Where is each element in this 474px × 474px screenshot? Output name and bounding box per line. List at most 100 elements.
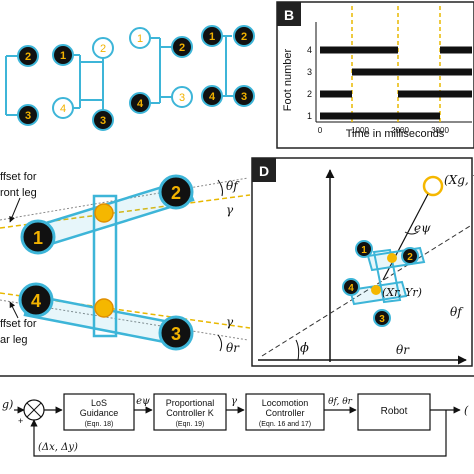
leg-number: 2: [171, 183, 181, 203]
leg-1-marker: [20, 219, 56, 255]
y-tick-label: 3: [307, 67, 312, 77]
gait-diagram-4: 1 2 4 3: [201, 25, 255, 107]
leg-number: 1: [33, 228, 43, 248]
block-prop-line1: Proportional: [166, 398, 215, 408]
signal-gamma: γ: [231, 396, 237, 407]
panel-label-box: [252, 158, 276, 182]
leg-number: 4: [137, 98, 144, 110]
stance-bar: [398, 90, 472, 98]
signal-theta: θf, θr: [328, 397, 353, 407]
leg-2-marker: [158, 174, 194, 210]
x-tick-label: 1000: [351, 126, 369, 135]
stance-bar: [320, 46, 398, 54]
panel-e: g) + LoS Guidance (Eqn. 18) eψ Proportio…: [0, 375, 474, 457]
block-robot-label: Robot: [381, 406, 408, 417]
leg-number: 3: [179, 92, 185, 104]
leg-2-marker: [401, 247, 419, 265]
leg-number: 1: [361, 245, 367, 256]
theta-r-arc: [217, 334, 223, 352]
leg-number: 4: [60, 103, 66, 115]
e-psi-label: eψ: [414, 221, 431, 235]
leg-marker: [92, 109, 114, 131]
gait-timing-chart: 1 2 3 4 0 1000 2000 3000: [307, 6, 472, 135]
rear-joint: [371, 285, 381, 295]
output-label: (: [464, 404, 469, 417]
rear-hip-joint: [94, 298, 114, 318]
front-joint: [387, 253, 397, 263]
block-prop-line2: Controller K: [166, 408, 214, 418]
input-label: g): [2, 398, 13, 411]
leg-number: 3: [25, 110, 31, 122]
block-los-line3: (Eqn. 18): [85, 421, 114, 428]
gait-diagram-1: 2 3: [5, 45, 39, 126]
block-los-line2: Guidance: [80, 408, 119, 418]
leg-number: 2: [100, 43, 106, 55]
leg-marker-lifted: [171, 86, 193, 108]
leg-number: 1: [209, 31, 215, 43]
panel-c: 1 2 3 4 ffset for ront leg ffset for ar …: [0, 171, 251, 355]
rear-offset-label-line2: ar leg: [0, 334, 28, 346]
leg-marker-lifted: [129, 27, 151, 49]
leg-marker: [17, 45, 39, 67]
robot-body: [372, 248, 402, 304]
e-psi-arc: [404, 231, 419, 235]
leg-number: 2: [407, 252, 413, 263]
block-proportional-controller: [153, 393, 227, 431]
feedback-path: [30, 410, 447, 457]
y-tick-label: 2: [307, 89, 312, 99]
leg-number: 3: [241, 91, 247, 103]
gamma-label-bottom: γ: [226, 315, 234, 329]
block-prop-line3: (Eqn. 19): [176, 421, 205, 428]
block-los-line1: LoS: [91, 398, 107, 408]
phi-label: ϕ: [300, 341, 309, 356]
theta-r-label: θr: [396, 343, 410, 357]
theta-f-label: θf: [226, 179, 240, 193]
feedback-label: (Δx, Δy): [38, 442, 78, 453]
y-tick-label: 1: [307, 111, 312, 121]
leg-marker-lifted: [92, 37, 114, 59]
front-offset-label-line2: ront leg: [0, 187, 37, 199]
leg-number: 3: [100, 115, 106, 127]
rear-offset-arrow: [9, 301, 19, 319]
theta-f-arc: [217, 179, 223, 197]
leg-number: 2: [179, 42, 185, 54]
leg-number: 1: [137, 33, 143, 45]
gait-diagram-3: 1 2 4 3: [129, 27, 193, 114]
panel-label-box: [277, 2, 301, 26]
phi-arc: [295, 339, 300, 361]
panel-b: B Foot number Time in milliseconds 12340…: [276, 1, 474, 149]
x-tick-label: 2000: [391, 126, 409, 135]
signal-e-psi: eψ: [136, 396, 150, 407]
x-tick-label: 0: [318, 126, 323, 135]
block-loco-line2: Controller: [265, 408, 304, 418]
leg-number: 1: [60, 50, 66, 62]
leg-marker: [233, 25, 255, 47]
gamma-label-top: γ: [226, 203, 234, 217]
panel-label-b: B: [284, 7, 294, 23]
block-los-guidance: [63, 393, 135, 431]
robot-position-label: (Xr, Yr): [382, 286, 422, 299]
stance-bar: [320, 90, 352, 98]
leg-3-marker: [158, 315, 194, 351]
y-tick-label: 4: [307, 45, 312, 55]
leg-marker: [201, 25, 223, 47]
leg-number: 2: [241, 31, 247, 43]
leg-number: 4: [31, 291, 41, 311]
x-tick-label: 3000: [431, 126, 449, 135]
panel-d: D ϕ (Xg, Y eψ 1 2 3 4 (Xr, Yr) θf θr: [251, 157, 474, 367]
goal-label: (Xg, Y: [444, 173, 474, 187]
panel-label-d: D: [259, 163, 269, 179]
leg-marker: [233, 85, 255, 107]
goal-line: [382, 193, 429, 281]
stance-bar: [320, 112, 440, 120]
y-axis-label: Foot number: [282, 48, 294, 111]
leg-marker: [171, 36, 193, 58]
theta-r-label: θr: [226, 341, 240, 355]
leg-1-marker: [355, 240, 373, 258]
heading-line: [261, 225, 471, 357]
stance-bar: [440, 46, 472, 54]
goal-marker: [422, 175, 444, 197]
plus-sign: +: [18, 416, 23, 426]
block-loco-line1: Locomotion: [262, 398, 309, 408]
